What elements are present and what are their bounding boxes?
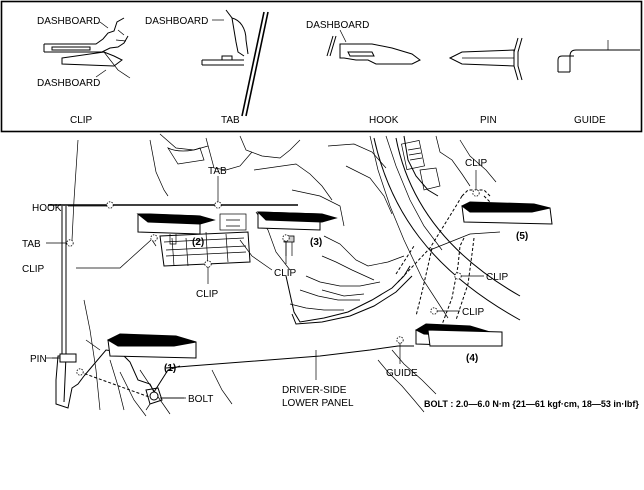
step-number-1: (1) bbox=[164, 363, 176, 374]
legend-tab-caption: TAB bbox=[221, 115, 240, 126]
label-clip-2: CLIP bbox=[196, 289, 219, 300]
label-clip-right-1: CLIP bbox=[486, 272, 509, 283]
right-pillar-panel bbox=[373, 137, 521, 321]
legend-clip-lower-label: DASHBOARD bbox=[37, 78, 100, 89]
label-bolt: BOLT bbox=[188, 394, 213, 405]
legend-clip-caption: CLIP bbox=[70, 115, 93, 126]
legend-pin-caption: PIN bbox=[480, 115, 497, 126]
tab-marker bbox=[214, 201, 222, 209]
step-arrow-3 bbox=[256, 211, 338, 231]
leader-lines bbox=[46, 170, 484, 399]
driver-side-lower-panel bbox=[48, 204, 414, 409]
label-clip-3: CLIP bbox=[274, 268, 297, 279]
torque-note: BOLT : 2.0—6.0 N·m {21—61 kgf·cm, 18—53 … bbox=[424, 399, 639, 409]
label-panel-line1: DRIVER-SIDE bbox=[282, 385, 347, 396]
pin-hole-marker bbox=[76, 368, 84, 376]
clip-5-marker bbox=[472, 189, 480, 197]
label-tab-top: TAB bbox=[208, 166, 227, 177]
dashboard-background-lines bbox=[71, 133, 497, 417]
legend-guide-detail: GUIDE bbox=[557, 40, 640, 126]
clip-right-2-marker bbox=[430, 307, 438, 315]
label-pin: PIN bbox=[30, 354, 47, 365]
step-number-4: (4) bbox=[466, 353, 478, 364]
label-tab-left: TAB bbox=[22, 239, 41, 250]
step-number-5: (5) bbox=[516, 231, 528, 242]
clip-2-marker bbox=[204, 260, 212, 268]
legend-clip-detail: DASHBOARD DASHBOARD CLIP bbox=[37, 16, 131, 126]
legend-clip-upper-label: DASHBOARD bbox=[37, 16, 100, 27]
label-clip-5-top: CLIP bbox=[465, 158, 488, 169]
legend-tab-detail: DASHBOARD TAB bbox=[145, 9, 269, 126]
legend-hook-label: DASHBOARD bbox=[306, 20, 369, 31]
callout-markers bbox=[66, 189, 480, 376]
legend-hook-caption: HOOK bbox=[369, 115, 399, 126]
label-panel-line2: LOWER PANEL bbox=[282, 398, 354, 409]
legend-guide-caption: GUIDE bbox=[574, 115, 606, 126]
clip-left-marker bbox=[150, 234, 158, 242]
clip-3-marker bbox=[282, 234, 290, 242]
step-arrow-1 bbox=[106, 333, 197, 359]
center-trim-piece bbox=[285, 265, 413, 325]
hook-marker bbox=[106, 201, 114, 209]
label-hook: HOOK bbox=[32, 203, 62, 214]
step-arrow-4 bbox=[414, 323, 503, 347]
step-number-2: (2) bbox=[192, 237, 204, 248]
legend-frame bbox=[0, 0, 643, 133]
lower-cover-left bbox=[159, 213, 251, 269]
label-clip-left: CLIP bbox=[22, 264, 45, 275]
legend-tab-label: DASHBOARD bbox=[145, 16, 208, 27]
label-guide: GUIDE bbox=[386, 368, 418, 379]
callout-labels: TAB HOOK TAB CLIP CLIP CLIP CLIP CLIP CL… bbox=[22, 158, 509, 409]
tab-left-marker bbox=[66, 239, 74, 247]
guide-marker bbox=[396, 336, 404, 344]
step-arrow-5 bbox=[461, 201, 553, 225]
step-numbers: (1) (2) (3) (4) (5) bbox=[164, 231, 528, 374]
legend-pin-detail: PIN bbox=[448, 37, 523, 126]
label-clip-right-2: CLIP bbox=[462, 307, 485, 318]
clip-right-1-marker bbox=[454, 272, 462, 280]
legend-hook-detail: DASHBOARD HOOK bbox=[306, 20, 421, 126]
step-number-3: (3) bbox=[310, 237, 322, 248]
legend-box: DASHBOARD DASHBOARD CLIP DASHBOARD TAB D… bbox=[0, 0, 643, 133]
step-arrow-2 bbox=[136, 213, 216, 235]
